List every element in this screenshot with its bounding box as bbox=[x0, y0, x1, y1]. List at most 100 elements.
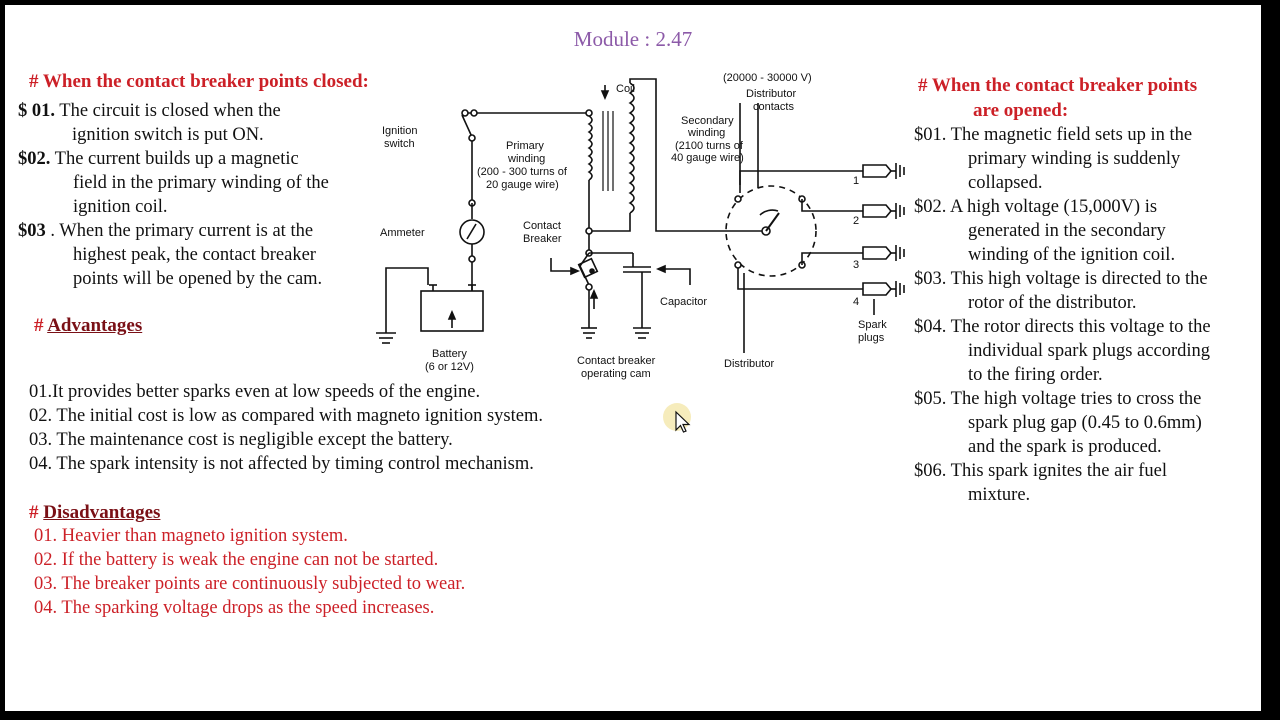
advantages-title: Advantages bbox=[47, 315, 143, 336]
opened-item-2-line3: winding of the ignition coil. bbox=[968, 245, 1176, 265]
lead-4 bbox=[737, 268, 863, 290]
switch-pivot-icon bbox=[468, 134, 476, 142]
closed-item-2-line3: ignition coil. bbox=[73, 197, 168, 217]
label-cam-2: operating cam bbox=[581, 368, 651, 380]
mouse-pointer-icon bbox=[663, 403, 691, 433]
distributor-terminal-icon bbox=[734, 195, 742, 203]
opened-item-6: $06. This spark ignites the air fuel mix… bbox=[914, 459, 1259, 507]
wire-secondary-return bbox=[592, 213, 631, 232]
label-primary-4: 20 gauge wire) bbox=[486, 179, 559, 191]
closed-item-2-line1: The current builds up a magnetic bbox=[54, 149, 299, 169]
advantage-item-4: 04. The spark intensity is not affected … bbox=[29, 454, 534, 474]
disadvantage-item-4: 04. The sparking voltage drops as the sp… bbox=[34, 598, 435, 618]
opened-item-5-num: $05. bbox=[914, 389, 947, 409]
label-ammeter: Ammeter bbox=[380, 227, 425, 239]
terminal-icon bbox=[585, 109, 593, 117]
opened-item-3-line1: This high voltage is directed to the bbox=[950, 269, 1208, 289]
spark-plug-4-icon bbox=[862, 281, 905, 297]
spark-plug-2-icon bbox=[862, 203, 905, 219]
disadvantages-list: 01. Heavier than magneto ignition system… bbox=[34, 524, 465, 620]
opened-item-6-line1: This spark ignites the air fuel bbox=[950, 461, 1167, 481]
closed-item-2: $02. The current builds up a magnetic fi… bbox=[18, 147, 363, 219]
opened-item-5-line2: spark plug gap (0.45 to 0.6mm) bbox=[968, 413, 1202, 433]
primary-winding-icon bbox=[587, 115, 593, 181]
terminal-icon bbox=[585, 283, 593, 291]
distributor-terminal-icon bbox=[734, 261, 742, 269]
ignition-switch-lever bbox=[461, 114, 473, 138]
opened-item-1-line1: The magnetic field sets up in the bbox=[950, 125, 1193, 145]
closed-item-1-line2: ignition switch is put ON. bbox=[72, 125, 264, 145]
opened-item-2-line2: generated in the secondary bbox=[968, 221, 1166, 241]
label-distributor: Distributor bbox=[724, 358, 774, 370]
arrow-icon bbox=[600, 90, 610, 101]
label-ignition-2: switch bbox=[384, 138, 415, 150]
opened-item-1: $01. The magnetic field sets up in the p… bbox=[914, 123, 1259, 195]
breaker-arm bbox=[579, 265, 590, 286]
label-contact-breaker-1: Contact bbox=[523, 220, 561, 232]
label-primary-2: winding bbox=[507, 153, 545, 165]
opened-item-4-line1: The rotor directs this voltage to the bbox=[950, 317, 1211, 337]
opened-item-3-num: $03. bbox=[914, 269, 947, 289]
opened-item-1-num: $01. bbox=[914, 125, 947, 145]
opened-item-6-num: $06. bbox=[914, 461, 947, 481]
terminal-icon bbox=[585, 227, 593, 235]
lead-3 bbox=[801, 252, 863, 265]
closed-heading: # When the contact breaker points closed… bbox=[29, 71, 369, 92]
label-cam-1: Contact breaker bbox=[577, 355, 656, 367]
label-secondary-2: winding bbox=[687, 127, 725, 139]
opened-item-5: $05. The high voltage tries to cross the… bbox=[914, 387, 1259, 459]
closed-item-1-line1: The circuit is closed when the bbox=[59, 101, 281, 121]
advantages-hash: # bbox=[34, 315, 44, 336]
label-plug-4: 4 bbox=[853, 296, 859, 308]
opened-item-4-line3: to the firing order. bbox=[968, 365, 1103, 385]
arrow-icon bbox=[447, 309, 457, 320]
cam-pivot-icon bbox=[589, 268, 595, 274]
breaker-arm bbox=[579, 252, 590, 267]
rotor-icon bbox=[765, 212, 780, 232]
closed-item-3-line3: points will be opened by the cam. bbox=[73, 269, 323, 289]
opened-item-5-line3: and the spark is produced. bbox=[968, 437, 1162, 457]
closed-item-2-line2: field in the primary winding of the bbox=[73, 173, 329, 193]
opened-item-3-line2: rotor of the distributor. bbox=[968, 293, 1137, 313]
label-primary-1: Primary bbox=[506, 140, 544, 152]
lead-1 bbox=[739, 170, 863, 185]
opened-item-1-line2: primary winding is suddenly bbox=[968, 149, 1181, 169]
label-plug-3: 3 bbox=[853, 259, 859, 271]
label-secondary-4: 40 gauge wire) bbox=[671, 152, 744, 164]
advantage-item-1: 01.It provides better sparks even at low… bbox=[29, 382, 481, 402]
secondary-winding-icon bbox=[628, 82, 635, 214]
switch-contact-icon bbox=[470, 109, 478, 117]
lead-2 bbox=[801, 199, 863, 212]
opened-item-5-line1: The high voltage tries to cross the bbox=[950, 389, 1202, 409]
arrow-icon bbox=[570, 266, 581, 276]
disadvantage-item-3: 03. The breaker points are continuously … bbox=[34, 574, 466, 594]
wire-secondary-to-distributor bbox=[629, 78, 766, 232]
label-battery-1: Battery bbox=[432, 348, 467, 360]
label-voltage: (20000 - 30000 V) bbox=[723, 72, 812, 84]
opened-heading-line1: # When the contact breaker points bbox=[918, 75, 1198, 96]
advantage-item-2: 02. The initial cost is low as compared … bbox=[29, 406, 543, 426]
advantages-heading: # Advantages bbox=[34, 313, 142, 338]
module-title: Module : 2.47 bbox=[573, 27, 693, 51]
label-ignition-1: Ignition bbox=[382, 125, 417, 137]
closed-item-2-num: $02. bbox=[18, 149, 51, 169]
advantage-item-3: 03. The maintenance cost is negligible e… bbox=[29, 430, 453, 450]
label-distributor-contacts-2: contacts bbox=[753, 101, 794, 113]
rotor-arrow-icon bbox=[759, 209, 779, 216]
slide: Module : 2.47 # When the contact breaker… bbox=[5, 5, 1261, 711]
label-plug-2: 2 bbox=[853, 215, 859, 227]
closed-item-3: $03 . When the primary current is at the… bbox=[18, 219, 363, 291]
opened-item-2: $02. A high voltage (15,000V) is generat… bbox=[914, 195, 1259, 267]
opened-item-2-num: $02. bbox=[914, 197, 947, 217]
opened-heading-line2: are opened: bbox=[973, 100, 1069, 121]
closed-item-1-num: $ 01. bbox=[18, 101, 55, 121]
opened-item-2-line1: A high voltage (15,000V) is bbox=[949, 197, 1158, 217]
ammeter-needle bbox=[466, 223, 477, 240]
label-spark-plugs-2: plugs bbox=[858, 332, 885, 344]
switch-contact-icon bbox=[461, 109, 469, 117]
opened-item-3: $03. This high voltage is directed to th… bbox=[914, 267, 1259, 315]
advantages-list: 01.It provides better sparks even at low… bbox=[29, 380, 543, 476]
closed-item-3-line2: highest peak, the contact breaker bbox=[73, 245, 316, 265]
opened-item-4-line2: individual spark plugs according bbox=[968, 341, 1210, 361]
disadvantages-hash: # bbox=[29, 502, 39, 523]
